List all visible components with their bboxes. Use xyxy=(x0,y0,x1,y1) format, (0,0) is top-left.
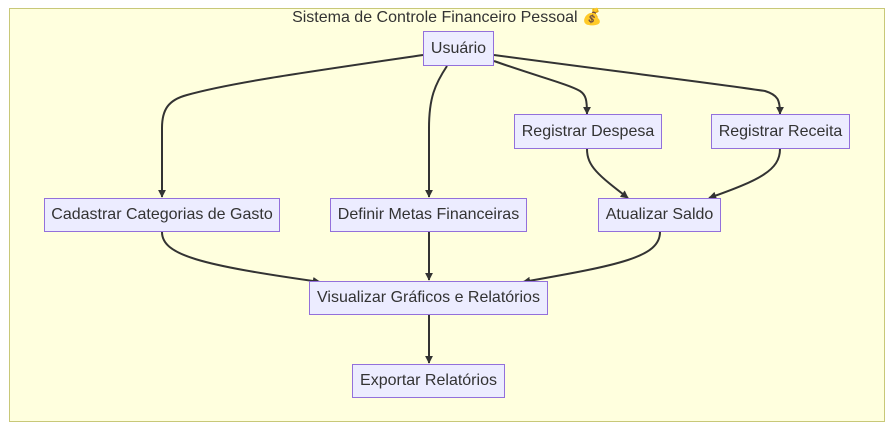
node-registrar-receita: Registrar Receita xyxy=(711,114,850,149)
node-cadastrar-categorias: Cadastrar Categorias de Gasto xyxy=(44,198,280,232)
edge-usuario-registrar-receita xyxy=(493,54,784,115)
edge-registrar-despesa-atualizar-saldo xyxy=(586,148,629,199)
node-definir-metas: Definir Metas Financeiras xyxy=(330,198,527,232)
node-label: Cadastrar Categorias de Gasto xyxy=(51,206,273,223)
node-label: Registrar Receita xyxy=(718,122,843,140)
cluster-title-text: Sistema de Controle Financeiro Pessoal xyxy=(292,9,578,26)
edge-usuario-cadastrar-categorias xyxy=(158,54,424,198)
node-atualizar-saldo: Atualizar Saldo xyxy=(598,198,721,232)
node-visualizar-graficos: Visualizar Gráficos e Relatórios xyxy=(309,281,548,315)
node-label: Registrar Despesa xyxy=(521,122,655,140)
node-label: Visualizar Gráficos e Relatórios xyxy=(317,289,540,306)
node-registrar-despesa: Registrar Despesa xyxy=(514,114,662,149)
node-usuario: Usuário xyxy=(423,31,494,66)
edge-registrar-receita-atualizar-saldo xyxy=(708,148,781,200)
cluster-title: Sistema de Controle Financeiro Pessoal 💰 xyxy=(0,8,894,28)
node-label: Usuário xyxy=(430,39,487,57)
edge-cadastrar-categorias-visualizar-graficos xyxy=(161,231,321,285)
edge-atualizar-saldo-visualizar-graficos xyxy=(522,231,661,285)
node-label: Atualizar Saldo xyxy=(605,206,714,223)
node-label: Exportar Relatórios xyxy=(360,372,497,389)
edge-usuario-definir-metas xyxy=(425,65,448,198)
edge-usuario-registrar-despesa xyxy=(493,60,591,115)
node-exportar-relatorios: Exportar Relatórios xyxy=(352,364,505,398)
money-bag-icon: 💰 xyxy=(582,9,602,26)
node-label: Definir Metas Financeiras xyxy=(337,206,520,223)
